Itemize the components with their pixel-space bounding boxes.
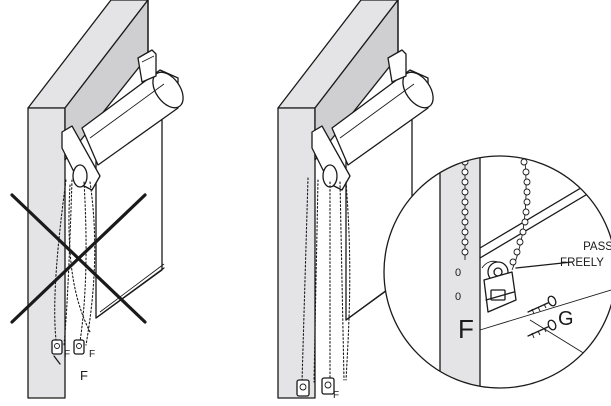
left-top-bracket [137, 49, 157, 83]
right-tensioned-chains [301, 177, 351, 383]
detail-screw-2 [527, 319, 557, 339]
incorrect-cross-icon [10, 193, 147, 324]
left-label-f-small-2: F [89, 349, 95, 360]
detail-label-zero-2: 0 [455, 291, 461, 303]
right-wall-frame [277, 0, 399, 399]
right-top-bracket [387, 49, 407, 83]
detail-callout: 0 0 F PASS FREELY G [383, 155, 611, 389]
detail-label-f: F [458, 314, 474, 344]
left-loose-chains [54, 179, 96, 346]
detail-chain-tensioner [481, 260, 517, 313]
left-label-f-small-1: F [64, 349, 70, 360]
detail-label-g: G [558, 308, 574, 330]
left-chain-tensioner-2 [73, 339, 85, 355]
right-chain-bracket [311, 125, 351, 191]
left-chain-bracket [61, 125, 101, 191]
right-chain-tensioner-1 [296, 379, 310, 397]
detail-label-freely: FREELY [560, 257, 604, 269]
detail-screw-1 [527, 295, 557, 315]
left-illustration: F F F [10, 0, 184, 399]
detail-circle-border [383, 155, 611, 389]
right-chain-tensioner-2 [321, 377, 335, 395]
detail-wall [440, 156, 480, 388]
left-wall-frame [27, 0, 149, 399]
left-label-f: F [80, 368, 88, 383]
detail-bead-chain-right [509, 158, 531, 271]
detail-pass-freely-leader [515, 261, 573, 269]
right-label-f-small: F [333, 390, 339, 401]
detail-label-zero-1: 0 [455, 267, 461, 279]
left-chain-tensioner-1 [51, 339, 63, 365]
detail-bead-chain-left [461, 156, 469, 260]
detail-label-pass: PASS [583, 241, 611, 253]
